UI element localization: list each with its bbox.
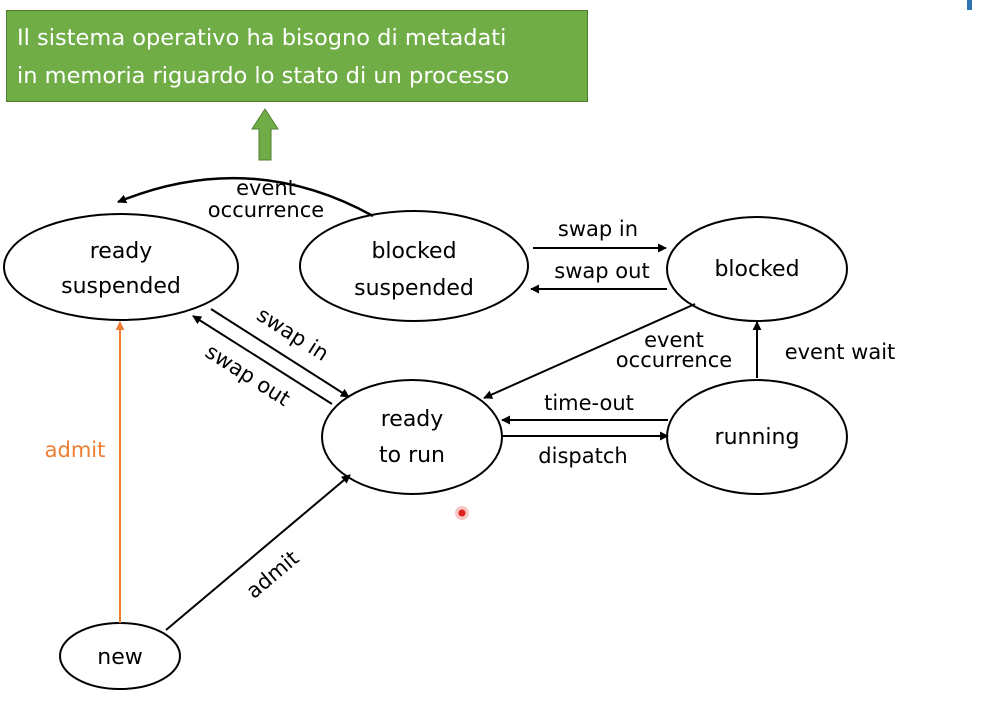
state-label: ready xyxy=(381,407,444,432)
edge-event-occurrence-mid xyxy=(483,303,696,399)
state-label: blocked xyxy=(371,239,456,264)
edge-label-admit-orange: admit xyxy=(45,438,106,462)
edge-admit-black xyxy=(165,474,351,631)
edge-label-admit-black: admit xyxy=(242,546,304,603)
state-label: ready xyxy=(90,239,153,264)
edge-label-event-wait: event wait xyxy=(785,340,896,364)
edge-swap-out-ready xyxy=(192,315,333,405)
state-running: running xyxy=(666,379,848,495)
edge-label-event-mid: event xyxy=(644,328,704,352)
edge-label-time-out: time-out xyxy=(544,391,634,415)
state-ready-to-run: ready to run xyxy=(321,379,503,495)
state-label: blocked xyxy=(714,257,799,282)
callout-line-2: in memoria riguardo lo stato di un proce… xyxy=(17,63,510,89)
pointer-dot-icon xyxy=(455,506,469,520)
edge-label-event-top: event xyxy=(236,176,296,200)
state-new: new xyxy=(59,622,181,690)
edge-swap-in-ready xyxy=(210,308,350,398)
edge-label-swap-in-ready: swap in xyxy=(253,302,333,365)
edge-label-swap-out-blocked: swap out xyxy=(554,259,649,283)
state-label: running xyxy=(715,425,800,450)
state-label: new xyxy=(97,645,142,670)
state-blocked: blocked xyxy=(666,216,848,322)
state-label: to run xyxy=(379,443,445,468)
up-arrow-icon xyxy=(251,108,279,161)
edge-label-occurrence-mid: occurrence xyxy=(616,348,732,372)
edge-label-dispatch: dispatch xyxy=(538,444,627,468)
state-ready-suspended: ready suspended xyxy=(3,213,239,321)
corner-mark xyxy=(967,0,972,10)
state-blocked-suspended: blocked suspended xyxy=(299,210,529,322)
edge-label-swap-in-blocked: swap in xyxy=(558,217,638,241)
edge-event-occurrence-top xyxy=(117,176,374,218)
state-label: suspended xyxy=(61,274,181,299)
callout-line-1: Il sistema operativo ha bisogno di metad… xyxy=(17,25,507,51)
edge-label-occurrence-top: occurrence xyxy=(208,198,324,222)
metadata-callout: Il sistema operativo ha bisogno di metad… xyxy=(6,10,588,102)
state-label: suspended xyxy=(354,276,474,301)
